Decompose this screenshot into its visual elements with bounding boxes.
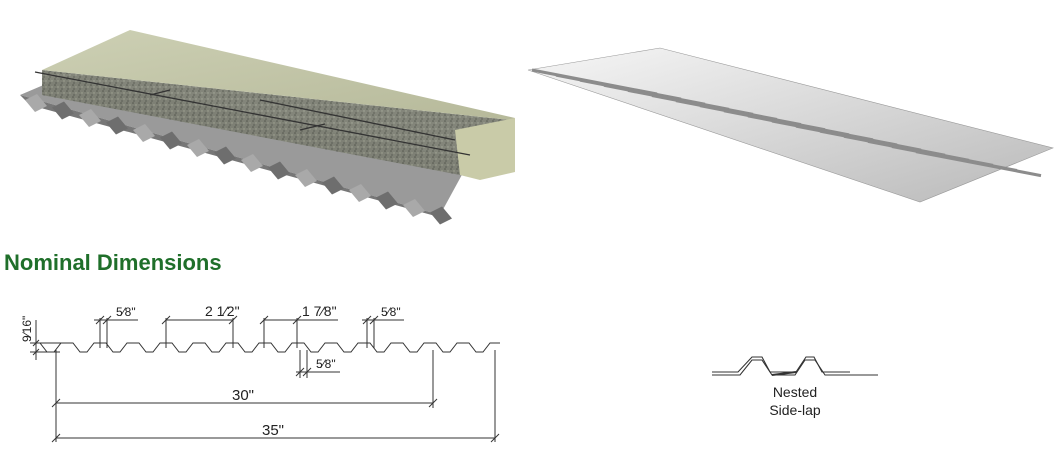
rib-shadow — [403, 199, 425, 217]
sidelap-caption-line2: Side-lap — [769, 402, 821, 418]
rib-shadow — [79, 109, 101, 127]
rib-shadow — [430, 206, 452, 225]
height-label: 9⁄16" — [20, 316, 34, 342]
rib-shadow — [349, 184, 371, 202]
rib-shadow — [268, 161, 290, 180]
bare-deck-render — [527, 47, 1054, 203]
rib-shadow — [133, 124, 155, 142]
sidelap-caption-line1: Nested — [772, 384, 818, 400]
rib-shadow — [160, 131, 182, 150]
coverage-width-label: 30" — [232, 387, 254, 404]
corrugation-ribs — [25, 94, 452, 225]
reinforcing-bars — [34, 71, 471, 156]
overall-width-label: 35" — [262, 422, 284, 439]
sidelap-sheet-top — [712, 356, 850, 373]
rib-shadow — [915, 150, 1042, 178]
deck-rib-shadows — [531, 68, 1042, 178]
rib-shadow — [295, 169, 317, 187]
rib-shadow — [106, 116, 128, 135]
top-flat-label: 5⁄8" — [116, 305, 136, 319]
concrete-top-face — [42, 30, 515, 120]
rib-shadow — [376, 191, 398, 210]
end-flat-label: 5⁄8" — [381, 305, 401, 319]
rib-shadow — [52, 101, 74, 120]
deck-profile-dimension-drawing: 9⁄16" 5⁄8" 2 1⁄2" 1 7⁄8" 5⁄8" 5⁄8" 30" 3… — [20, 303, 500, 443]
rib-shadow — [241, 154, 263, 172]
concrete-end-face — [455, 118, 515, 180]
deck-with-concrete-render — [20, 30, 515, 225]
rib-opening-label: 1 7⁄8" — [302, 303, 337, 319]
rib-shadow — [214, 146, 236, 165]
rib-pitch-label: 2 1⁄2" — [205, 303, 240, 319]
nested-sidelap-detail — [712, 356, 878, 376]
bottom-flat-label: 5⁄8" — [316, 357, 336, 371]
rib-shadow — [187, 139, 209, 157]
section-title: Nominal Dimensions — [4, 250, 222, 275]
rib-shadow — [322, 176, 344, 195]
deck-profile-line — [34, 342, 500, 353]
rib-shadow — [25, 94, 47, 112]
